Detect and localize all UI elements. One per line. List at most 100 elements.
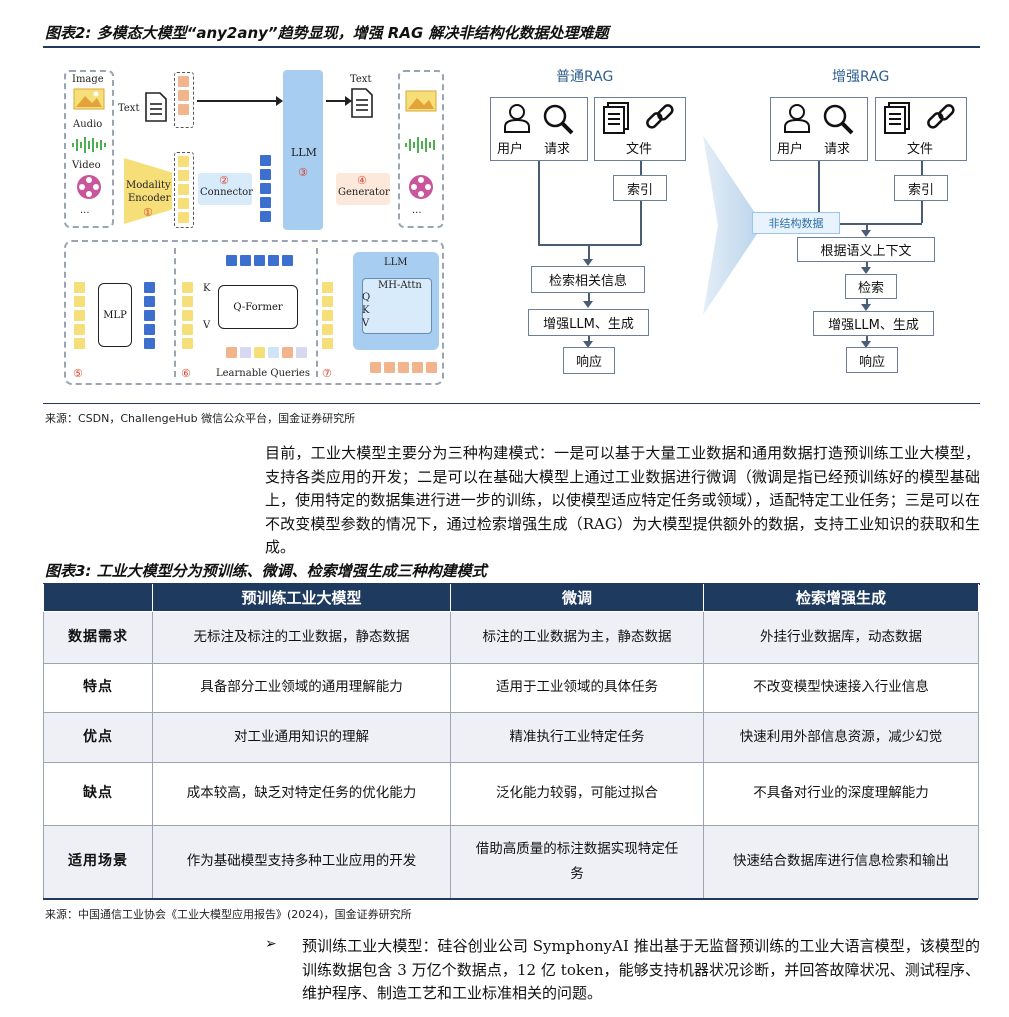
video-label: Video — [72, 160, 101, 171]
enhanced-respond-box: 响应 — [846, 347, 898, 373]
normal-retrieve-box: 检索相关信息 — [531, 266, 645, 293]
mhattn-label: MH-Attn — [378, 280, 422, 291]
table-cell: 标注的工业数据为主，静态数据 — [450, 610, 704, 664]
mlp-in-tokens — [74, 282, 85, 349]
flow-arrow — [861, 304, 871, 311]
text-token-stack — [174, 72, 194, 128]
header-blank — [43, 584, 153, 612]
table-row: 优点 对工业通用知识的理解 精准执行工业特定任务 快速利用外部信息资源，减少幻觉 — [43, 711, 979, 763]
flow-arrow — [583, 259, 593, 266]
modality-tokens — [178, 156, 189, 223]
user-icon — [784, 104, 810, 133]
generator-label: Generator — [338, 187, 390, 198]
bullet-marker: ➢ — [265, 936, 277, 952]
table-cell: 快速利用外部信息资源，减少幻觉 — [703, 711, 979, 763]
normal-index-box: 索引 — [613, 175, 667, 201]
connector-line — [866, 336, 868, 342]
header-rag: 检索增强生成 — [703, 584, 979, 612]
figure2-rule — [43, 403, 980, 404]
enhanced-index-box: 索引 — [894, 175, 948, 201]
connector-line — [866, 299, 868, 305]
table-cell: 适用于工业领域的具体任务 — [450, 662, 704, 713]
normal-user-label: 用户 — [497, 142, 524, 157]
normal-rag-title: 普通RAG — [556, 69, 614, 85]
table-cell: 借助高质量的标注数据实现特定任务 — [450, 824, 704, 899]
connector-line — [588, 293, 590, 301]
qformer-v: V — [203, 320, 211, 331]
outputs-ellipsis: ··· — [412, 208, 422, 219]
qformer-box: Q-Former — [218, 285, 298, 329]
construction-modes-table: 预训练工业大模型 微调 检索增强生成 数据需求 无标注及标注的工业数据，静态数据… — [43, 584, 979, 899]
connector-line — [538, 161, 540, 245]
table-cell: 无标注及标注的工业数据，静态数据 — [152, 610, 451, 664]
enhanced-file-label: 文件 — [907, 142, 934, 157]
table-cell: 泛化能力较弱，可能过拟合 — [450, 761, 704, 826]
llm2-in-tokens — [322, 282, 333, 349]
bullet-text: 预训练工业大模型：硅谷创业公司 SymphonyAI 推出基于无监督预训练的工业… — [302, 937, 980, 1003]
normal-file-label: 文件 — [626, 142, 653, 157]
generator-number: ④ — [357, 174, 367, 187]
connector-label: Connector — [200, 187, 253, 198]
connector-line — [640, 161, 642, 175]
enhanced-context-box: 根据语义上下文 — [797, 237, 935, 262]
flow-arrow — [861, 230, 871, 237]
file-icon — [884, 102, 910, 134]
generator-box — [336, 173, 390, 205]
file-icon — [603, 102, 629, 134]
connector-line — [921, 161, 923, 175]
body-paragraph: 目前，工业大模型主要分为三种构建模式：一是可以基于大量工业数据和通用数据打造预训… — [265, 444, 980, 557]
enhanced-enhance-box: 增强LLM、生成 — [813, 311, 934, 336]
table-cell: 精准执行工业特定任务 — [450, 711, 704, 763]
table-row: 特点 具备部分工业领域的通用理解能力 适用于工业领域的具体任务 不改变模型快速接… — [43, 662, 979, 713]
learnable-query-tokens — [226, 347, 307, 358]
text-input-label: Text — [118, 103, 140, 114]
image-label: Image — [72, 74, 104, 85]
title-rule — [43, 46, 980, 48]
row-header: 适用场景 — [43, 824, 153, 899]
modality-token-stack — [174, 152, 194, 228]
llm2-label: LLM — [384, 257, 408, 268]
table-cell: 快速结合数据库进行信息检索和输出 — [703, 824, 979, 899]
text-output-label: Text — [350, 74, 372, 85]
enhanced-rag-title: 增强RAG — [832, 69, 890, 85]
qformer-in-tokens — [182, 282, 193, 349]
qformer-k: K — [203, 283, 211, 294]
enhanced-user-label: 用户 — [777, 142, 804, 157]
figure2-title: 图表2: 多模态大模型“any2any”趋势显现，增强 RAG 解决非结构化数据… — [45, 24, 609, 42]
mlp-box: MLP — [98, 283, 132, 347]
mlp-out-tokens — [144, 282, 155, 349]
normal-enhance-box: 增强LLM、生成 — [528, 309, 649, 336]
text-out-arrow — [326, 96, 352, 106]
connector-box — [198, 173, 252, 205]
connector-line — [640, 201, 642, 245]
mhattn-box — [362, 278, 432, 334]
text-arrow — [197, 96, 283, 106]
qformer-out-tokens — [226, 255, 293, 266]
llm2-number: ⑦ — [322, 367, 332, 380]
table-cell: 不具备对行业的深度理解能力 — [703, 761, 979, 826]
document-icon — [145, 92, 167, 122]
flow-arrow — [861, 341, 871, 348]
image-icon — [73, 88, 105, 110]
qformer-number: ⑥ — [181, 367, 191, 380]
waveform-icon — [72, 137, 106, 153]
link-icon — [927, 104, 955, 129]
magnifier-icon — [823, 104, 854, 135]
enhanced-request-label: 请求 — [824, 142, 851, 157]
connector-line — [921, 201, 923, 223]
film-reel-out-icon — [409, 175, 433, 199]
text-tokens — [178, 76, 189, 115]
connector-line — [866, 223, 868, 231]
link-icon — [646, 104, 674, 129]
table-cell: 外挂行业数据库，动态数据 — [703, 610, 979, 664]
row-header: 数据需求 — [43, 610, 153, 664]
mhattn-q: Q — [362, 292, 371, 303]
table-row: 数据需求 无标注及标注的工业数据，静态数据 标注的工业数据为主，静态数据 外挂行… — [43, 610, 979, 664]
mhattn-k: K — [362, 305, 370, 316]
llm-core — [283, 70, 323, 230]
user-icon — [504, 104, 530, 133]
film-reel-icon — [77, 175, 101, 199]
normal-user-request-box — [490, 97, 588, 161]
table-row: 缺点 成本较高，缺乏对特定任务的优化能力 泛化能力较弱，可能过拟合 不具备对行业… — [43, 761, 979, 826]
flow-arrow — [861, 267, 871, 274]
